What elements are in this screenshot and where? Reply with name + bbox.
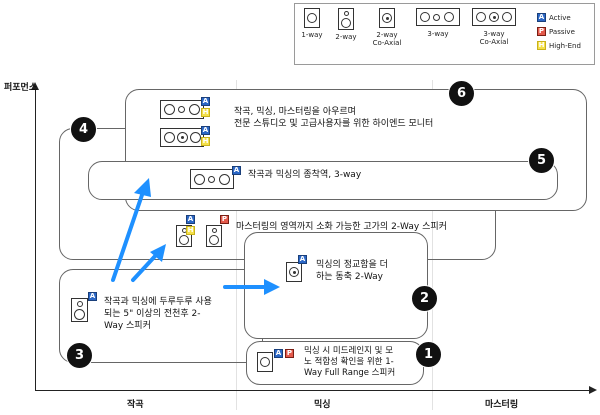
box-6-active-badge-icon: A [201, 97, 210, 106]
speaker-3way-coaxial-icon [160, 128, 204, 147]
x-axis-label-mixing: 믹싱 [314, 400, 331, 410]
box-5 [88, 161, 558, 200]
box-2-speaker [286, 262, 302, 282]
arrow-to-box-4 [131, 252, 159, 282]
box-4-active-badge-icon: A [186, 215, 195, 224]
high-end-badge-icon: H [537, 41, 546, 50]
box-4-speaker-right [206, 225, 222, 247]
box-2-line2: 하는 동축 2-Way [316, 272, 383, 282]
legend-2way: 2-way [334, 8, 358, 41]
speaker-2way-coaxial-icon [379, 8, 395, 28]
x-axis-label-mastering: 마스터링 [485, 400, 519, 410]
speaker-3way-icon [160, 100, 204, 119]
speaker-1way-icon [304, 8, 320, 28]
box-3-description: 작곡과 믹싱에 두루두루 사용 되는 5" 이상의 전천후 2- Way 스피커 [104, 296, 254, 332]
arrow-head-box-4-icon [150, 244, 166, 262]
legend-key-high-end-label: High-End [549, 41, 581, 50]
speaker-2way-coaxial-icon [286, 262, 302, 282]
gridline-mastering [432, 80, 433, 410]
box-3-active-badge-icon: A [88, 292, 97, 301]
box-1-line2: 노 적합성 확인을 위한 1- [304, 357, 394, 367]
box-2-active-badge-icon: A [298, 255, 307, 264]
legend-3way-coaxial: 3-way Co-Axial [469, 8, 519, 46]
speaker-3way-icon [190, 169, 234, 189]
box-1-line1: 믹싱 시 미드레인지 및 모 [304, 346, 394, 356]
box-4-description: 마스터링의 영역까지 소화 가능한 고가의 2-Way 스피커 [236, 222, 447, 232]
legend-key-passive: P Passive [537, 27, 575, 36]
legend-2way-coaxial-label: 2-way Co-Axial [372, 31, 402, 47]
legend-key-passive-label: Passive [549, 27, 575, 36]
arrow-head-box-5-icon [134, 178, 151, 197]
speaker-1way-icon [257, 352, 273, 372]
legend-key-active-label: Active [549, 13, 571, 22]
box-6-active-badge-icon-2: A [201, 126, 210, 135]
box-5-speaker [190, 169, 234, 189]
legend-3way-label: 3-way [427, 30, 449, 38]
box-3-line3: Way 스피커 [104, 321, 151, 331]
box-2-line1: 믹싱의 정교함을 더 [316, 260, 388, 270]
speaker-3way-coaxial-icon [472, 8, 516, 26]
arrow-to-box-5 [111, 190, 145, 282]
box-6-speaker-bottom [160, 128, 204, 147]
x-axis-arrow-icon [589, 386, 597, 394]
legend-2way-label: 2-way [335, 33, 357, 41]
x-axis [35, 390, 591, 391]
box-6-high-end-badge-icon-2: H [201, 137, 210, 146]
passive-badge-icon: P [537, 27, 546, 36]
badge-3: 3 [66, 342, 93, 369]
speaker-2way-icon [206, 225, 222, 247]
box-1-speaker [257, 352, 273, 372]
badge-5: 5 [528, 147, 555, 174]
box-6-description: 작곡, 믹싱, 마스터링을 아우르며 전문 스튜디오 및 고급사용자를 위한 하… [234, 106, 564, 130]
box-6-line2: 전문 스튜디오 및 고급사용자를 위한 하이엔드 모니터 [234, 119, 434, 129]
y-axis-arrow-icon [31, 82, 39, 90]
legend-3way-coaxial-label: 3-way Co-Axial [479, 30, 509, 46]
badge-4: 4 [70, 116, 97, 143]
y-axis [35, 88, 36, 391]
box-3-line2: 되는 5" 이상의 전천후 2- [104, 309, 201, 319]
legend-2way-coaxial: 2-way Co-Axial [369, 8, 405, 47]
box-3-line1: 작곡과 믹싱에 두루두루 사용 [104, 297, 212, 307]
box-6-line1: 작곡, 믹싱, 마스터링을 아우르며 [234, 107, 356, 117]
box-3-speaker [71, 298, 88, 322]
x-axis-label-composing: 작곡 [127, 400, 144, 410]
active-badge-icon: A [537, 13, 546, 22]
legend-3way: 3-way [413, 8, 463, 38]
legend-1way: 1-way [300, 8, 324, 39]
box-6-speaker-top [160, 100, 204, 119]
legend-key-high-end: H High-End [537, 41, 581, 50]
gridline-mixing [236, 80, 237, 410]
box-5-active-badge-icon: A [232, 166, 241, 175]
legend-1way-label: 1-way [301, 31, 323, 39]
box-2-description: 믹싱의 정교함을 더 하는 동축 2-Way [316, 259, 416, 283]
box-6-high-end-badge-icon: H [201, 108, 210, 117]
box-4-passive-badge-icon: P [220, 215, 229, 224]
y-axis-label: 퍼포먼스 [4, 83, 38, 93]
badge-1: 1 [415, 341, 442, 368]
legend-key-active: A Active [537, 13, 571, 22]
box-1 [246, 341, 424, 385]
box-1-description: 믹싱 시 미드레인지 및 모 노 적합성 확인을 위한 1- Way Full … [304, 346, 419, 379]
box-1-active-badge-icon: A [274, 349, 283, 358]
box-1-line3: Way Full Range 스피커 [304, 368, 396, 378]
badge-6: 6 [448, 80, 475, 107]
box-5-description: 작곡과 믹싱의 종착역, 3-way [248, 170, 362, 180]
badge-2: 2 [411, 285, 438, 312]
speaker-3way-icon [416, 8, 460, 26]
box-1-passive-badge-icon: P [285, 349, 294, 358]
arrow-head-box-2-icon [264, 279, 280, 295]
speaker-2way-icon [71, 298, 88, 322]
box-4-high-end-badge-icon: H [186, 226, 195, 235]
speaker-2way-icon [338, 8, 354, 30]
